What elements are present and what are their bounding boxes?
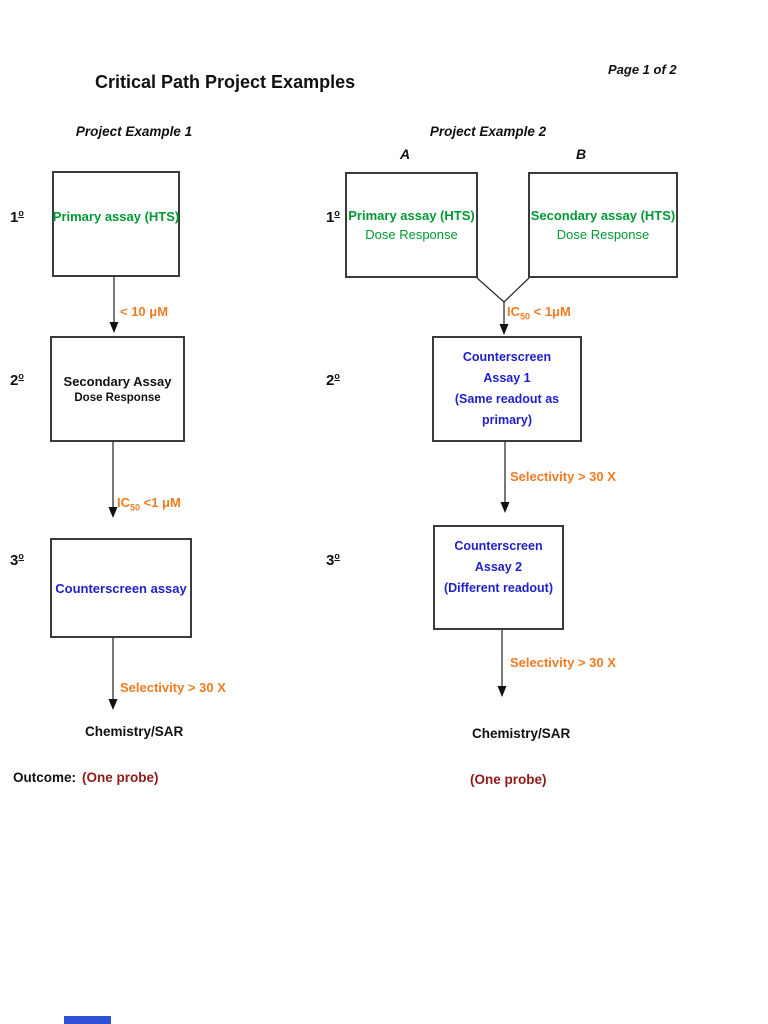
arrowhead-icon [500,502,510,513]
ordinal-number: 3 [10,552,19,569]
example1-criterion-selectivity: Selectivity > 30 X [120,680,226,695]
example2-criterion-selectivity2: Selectivity > 30 X [510,655,616,670]
example2-criterion-selectivity1: Selectivity > 30 X [510,469,616,484]
ordinal-suffix: o [18,551,24,561]
example1-chemistry-sar: Chemistry/SAR [85,724,184,739]
example2-stage2-ordinal: 2o [326,371,340,389]
box-text: Secondary Assay [63,373,172,389]
merge-v-connector [476,277,530,303]
arrowhead-icon [109,322,119,333]
branch-b-label: B [576,146,587,162]
ic-subscript: 50 [130,502,141,513]
example1-criterion-ic50: IC50 <1 μM [117,495,181,513]
arrowhead-icon [108,699,118,710]
box-text: Primary assay (HTS) [348,208,475,223]
example1-stage2-ordinal: 2o [10,371,24,389]
ordinal-number: 1 [326,209,335,226]
ordinal-number: 1 [10,209,19,226]
box-text: Secondary assay (HTS) [530,208,676,223]
box-subtext: Dose Response [74,391,161,404]
example1-heading: Project Example 1 [75,124,193,139]
footer-blue-fragment [64,1016,111,1024]
ordinal-suffix: o [18,371,24,381]
example2-chemistry-sar: Chemistry/SAR [472,726,571,741]
ic-threshold: < 1μM [530,304,571,319]
ordinal-suffix: o [334,208,340,218]
box-text: primary) [481,413,533,427]
ic-threshold: <1 μM [140,495,181,510]
branch-a-label: A [400,146,411,162]
box-text: (Different readout) [443,581,554,595]
example1-criterion-10um: < 10 μM [120,304,169,319]
ordinal-suffix: o [334,551,340,561]
outcome-label: Outcome: [13,770,77,785]
example2-stage1-ordinal: 1o [326,208,340,226]
box-text: Counterscreen [454,539,543,553]
example2-heading: Project Example 2 [429,124,547,139]
example2-stage3-ordinal: 3o [326,551,340,569]
arrowhead-icon [497,686,507,697]
ic-prefix: IC [507,304,520,319]
example1-secondary-assay-box: Secondary Assay Dose Response [50,336,185,442]
ordinal-suffix: o [18,208,24,218]
example1-stage1-ordinal: 1o [10,208,24,226]
box-subtext: Dose Response [556,227,650,242]
box-text: Counterscreen assay [55,580,187,596]
example1-counterscreen-box: Counterscreen assay [50,538,192,638]
ordinal-number: 2 [326,372,335,389]
example1-stage3-ordinal: 3o [10,551,24,569]
box-text: (Same readout as [454,392,560,406]
page-indicator: Page 1 of 2 [608,62,677,77]
arrowhead-icon [499,324,509,335]
ordinal-suffix: o [334,371,340,381]
example2-criterion-ic50: IC50 < 1μM [507,304,571,322]
ic-subscript: 50 [520,311,531,322]
example2-primary-assay-box: Primary assay (HTS) Dose Response [345,172,478,278]
ic-prefix: IC [117,495,130,510]
example2-counterscreen1-box: Counterscreen Assay 1 (Same readout as p… [432,336,582,442]
box-text: Primary assay (HTS) [52,209,180,224]
ordinal-number: 2 [10,372,19,389]
example2-outcome-value: (One probe) [470,772,547,787]
box-text: Counterscreen [462,350,552,364]
ordinal-number: 3 [326,552,335,569]
box-text: Assay 2 [474,560,523,574]
page-title: Critical Path Project Examples [95,72,356,92]
example2-secondary-assay-box: Secondary assay (HTS) Dose Response [528,172,678,278]
example2-counterscreen2-box: Counterscreen Assay 2 (Different readout… [433,525,564,630]
box-subtext: Dose Response [365,227,458,242]
example1-primary-assay-box: Primary assay (HTS) [52,171,180,277]
example1-outcome-value: (One probe) [82,770,159,785]
box-text: Assay 1 [483,371,531,385]
